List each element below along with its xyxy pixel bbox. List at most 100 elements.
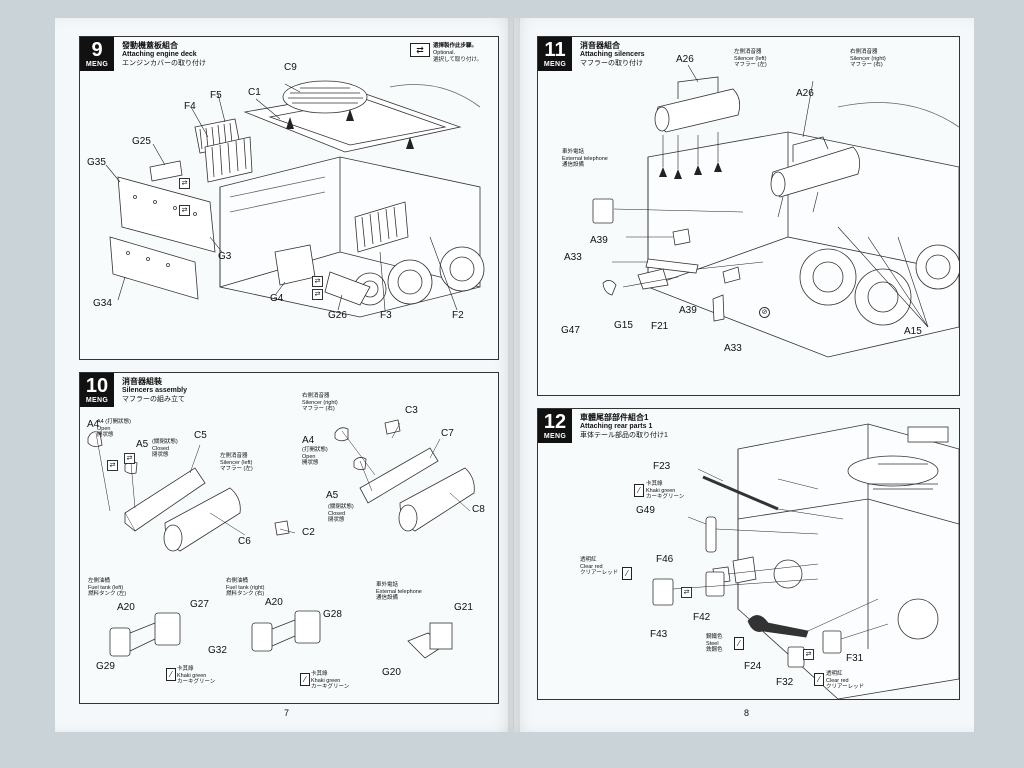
title-japanese: 車体テール部品の取り付け1: [580, 432, 668, 439]
note-a4-open-right: (打開狀態) Open 開状態: [302, 447, 328, 466]
part-label: C3: [405, 405, 418, 416]
step-number-badge: 11 MENG: [538, 37, 572, 71]
no-glue-icon: ⊘: [759, 307, 770, 318]
step-10-panel: 10 MENG 消音器組裝 Silencers assembly マフラーの組み…: [79, 372, 499, 704]
paint-icon: ⁄: [814, 673, 824, 686]
silencers-assembly-diagram: [87, 419, 475, 659]
part-label: A20: [117, 602, 135, 613]
title-chinese: 消音器組合: [580, 41, 620, 50]
part-label: G15: [614, 320, 633, 331]
arrows-icon: ⇄: [107, 460, 118, 471]
note-external-telephone: 車外電話 External telephone 通信設備: [562, 149, 608, 168]
part-label: F3: [380, 310, 392, 321]
engine-deck-diagram: [105, 80, 485, 318]
title-chinese: 消音器組裝: [122, 377, 162, 386]
part-label: G49: [636, 505, 655, 516]
part-label: A33: [564, 252, 582, 263]
step-9-panel: 9 MENG 發動機蓋板組合 Attaching engine deck エンジ…: [79, 36, 499, 360]
part-label: G27: [190, 599, 209, 610]
title-japanese: マフラーの取り付け: [580, 60, 643, 67]
arrows-icon: ⇄: [312, 276, 323, 287]
arrows-icon: ⇄: [681, 587, 692, 598]
part-label: G3: [218, 251, 232, 262]
arrows-icon: ⇄: [179, 178, 190, 189]
book-spine: [508, 18, 520, 732]
step-number: 9: [91, 39, 103, 61]
arrows-icon: ⇄: [410, 43, 430, 57]
page-number-left: 7: [284, 708, 290, 718]
part-label: G35: [87, 157, 106, 168]
title-chinese: 車體尾部部件組合1: [580, 413, 649, 422]
note-a5-closed-left: (關閉狀態) Closed 閉状態: [152, 439, 178, 458]
title-japanese: マフラーの組み立て: [122, 396, 185, 403]
optional-jp: 選択して取り付け。: [433, 57, 483, 63]
step-title: 發動機蓋板組合 Attaching engine deck エンジンカバーの取り…: [122, 41, 206, 68]
brand-logo: MENG: [543, 61, 567, 68]
rear-parts-diagram: [652, 423, 959, 699]
part-label: C2: [302, 527, 315, 538]
paint-icon: ⁄: [734, 637, 744, 650]
note-a4-open-left: A4 (打開狀態) Open 開状態: [97, 419, 131, 438]
note-khaki-green-2: 卡其綠 Khaki green カーキグリーン: [311, 671, 350, 690]
part-label: A4: [87, 419, 100, 430]
note-fuel-tank-right: 右側油桶 Fuel tank (right) 燃料タンク (右): [226, 578, 265, 597]
brand-logo: MENG: [543, 433, 567, 440]
part-label: A26: [676, 54, 694, 65]
part-label: F46: [656, 554, 674, 565]
step-title: 消音器組裝 Silencers assembly マフラーの組み立て: [122, 377, 187, 404]
part-label: G4: [270, 293, 284, 304]
part-label: C1: [248, 87, 261, 98]
part-label: A39: [679, 305, 697, 316]
part-label: F2: [452, 310, 464, 321]
part-label: F4: [184, 101, 196, 112]
note-silencer-right: 右側消音器 Silencer (right) マフラー (右): [850, 49, 886, 68]
part-label: G28: [323, 609, 342, 620]
part-label: C5: [194, 430, 207, 441]
note-khaki-green-1: 卡其綠 Khaki green カーキグリーン: [177, 666, 216, 685]
page-number-right: 8: [744, 708, 750, 718]
part-label: C9: [284, 62, 297, 73]
step-number-badge: 9 MENG: [80, 37, 114, 71]
part-label: A33: [724, 343, 742, 354]
part-label: G20: [382, 667, 401, 678]
title-english: Attaching rear parts 1: [580, 423, 653, 430]
step-number: 11: [544, 39, 566, 61]
optional-note: ⇄ 選擇製作此步驟。 Optional. 選択して取り付け。: [410, 43, 482, 64]
step-11-panel: 11 MENG 消音器組合 Attaching silencers マフラーの取…: [537, 36, 960, 396]
step-number-badge: 12 MENG: [538, 409, 572, 443]
part-label: G26: [328, 310, 347, 321]
optional-en: Optional.: [433, 50, 456, 56]
note-khaki-green: 卡其綠 Khaki green カーキグリーン: [646, 481, 685, 500]
part-label: F5: [210, 90, 222, 101]
note-silencer-left: 左側消音器 Silencer (left) マフラー (左): [734, 49, 767, 68]
arrows-icon: ⇄: [312, 289, 323, 300]
arrows-icon: ⇄: [803, 649, 814, 660]
part-label: C7: [441, 428, 454, 439]
part-label: F23: [653, 461, 671, 472]
part-label: G21: [454, 602, 473, 613]
brand-logo: MENG: [85, 397, 109, 404]
title-english: Attaching silencers: [580, 51, 645, 58]
arrows-icon: ⇄: [124, 453, 135, 464]
step-title: 車體尾部部件組合1 Attaching rear parts 1 車体テール部品…: [580, 413, 668, 440]
part-label: A15: [904, 326, 922, 337]
part-label: G29: [96, 661, 115, 672]
part-label: G47: [561, 325, 580, 336]
paint-icon: ⁄: [300, 673, 310, 686]
note-fuel-tank-left: 左側油桶 Fuel tank (left) 燃料タンク (左): [88, 578, 127, 597]
part-label: F24: [744, 661, 762, 672]
part-label: F21: [651, 321, 669, 332]
part-label: A26: [796, 88, 814, 99]
part-label: F31: [846, 653, 864, 664]
arrows-icon: ⇄: [179, 205, 190, 216]
title-chinese: 發動機蓋板組合: [122, 41, 178, 50]
part-label: A39: [590, 235, 608, 246]
paint-icon: ⁄: [166, 668, 176, 681]
optional-cn: 選擇製作此步驟。: [433, 43, 478, 49]
note-silencer-right: 右側消音器 Silencer (right) マフラー (右): [302, 393, 338, 412]
title-english: Silencers assembly: [122, 387, 187, 394]
note-clear-red-1: 透明紅 Clear red クリアーレッド: [580, 557, 619, 576]
paint-icon: ⁄: [634, 484, 644, 497]
note-clear-red-2: 透明紅 Clear red クリアーレッド: [826, 671, 865, 690]
step-title: 消音器組合 Attaching silencers マフラーの取り付け: [580, 41, 645, 68]
